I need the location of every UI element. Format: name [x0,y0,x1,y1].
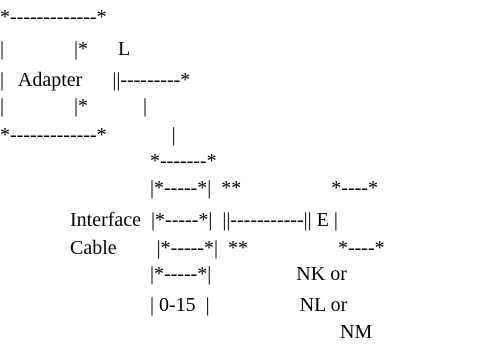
diagram-line-9: Cable |*-----*| ** *----* [0,237,385,259]
diagram-line-8: Interface |*-----*| ||-----------|| E | [0,209,338,231]
diagram-line-2: | |* L [0,38,131,60]
diagram-line-7: |*-----*| ** *----* [0,177,378,199]
diagram-line-1: *-------------* [0,6,107,28]
diagram-line-12: NM [0,321,373,343]
diagram-line-11: | 0-15 | NL or [0,294,348,316]
diagram-line-4: | |* | [0,95,148,117]
diagram-line-10: |*-----*| NK or [0,263,347,285]
diagram-line-3: | Adapter ||---------* [0,69,191,91]
diagram-line-6: *-------* [0,150,217,172]
diagram-line-5: *-------------* | [0,124,176,146]
